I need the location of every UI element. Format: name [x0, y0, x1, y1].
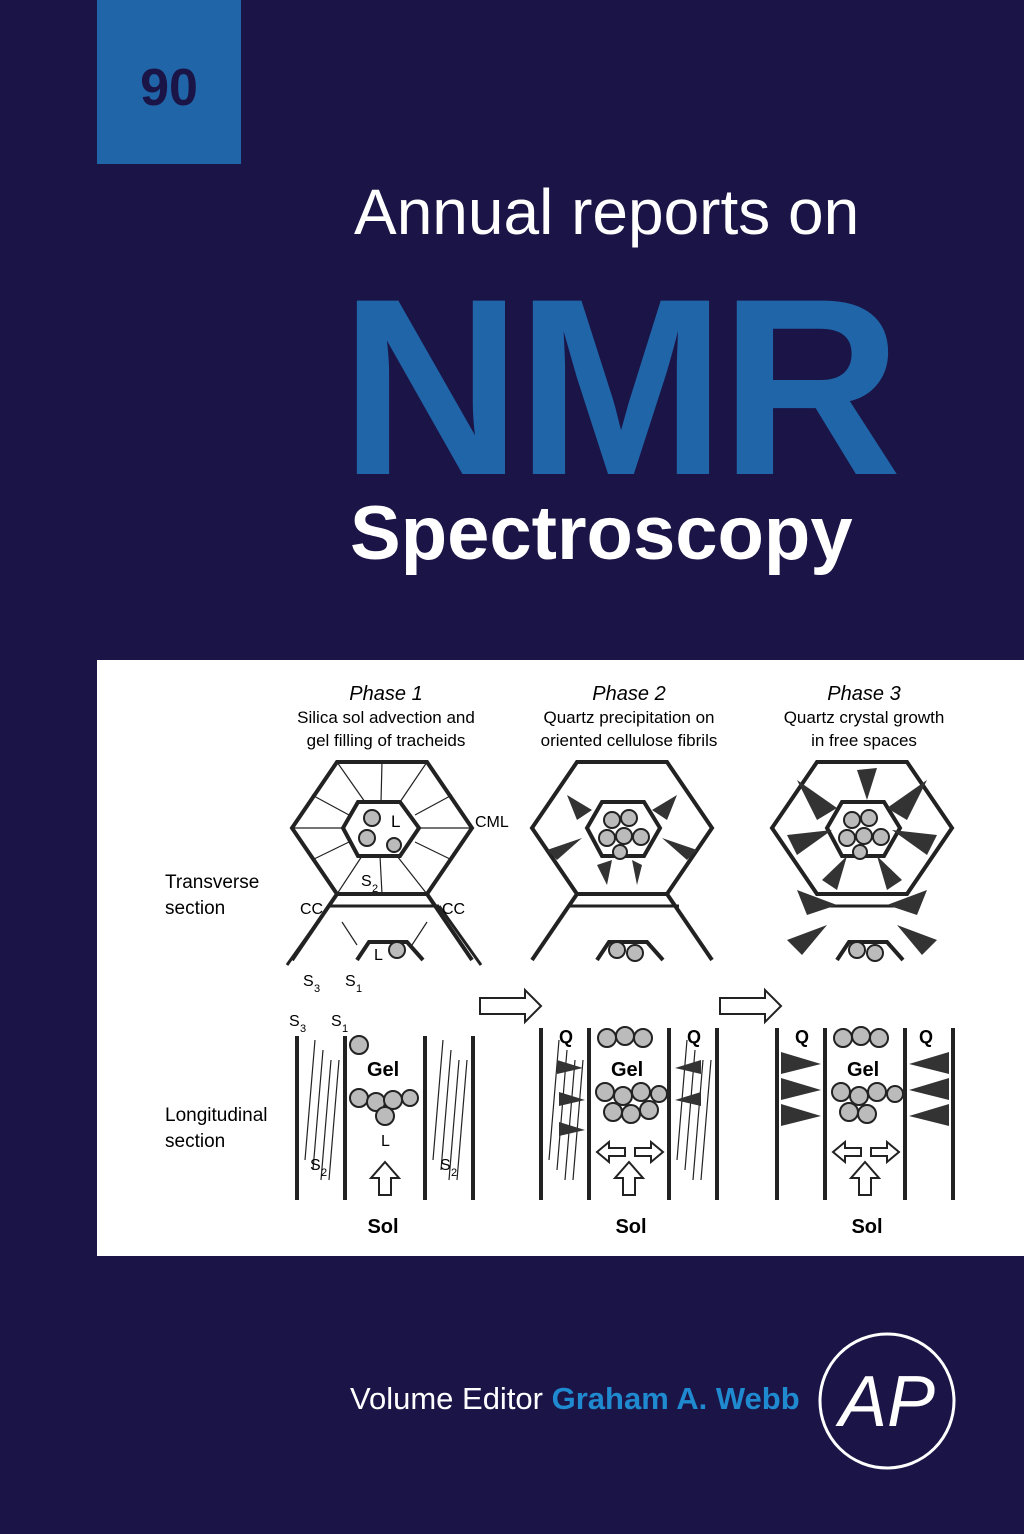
phase2-desc2: oriented cellulose fibrils: [541, 731, 718, 750]
volume-number: 90: [140, 59, 198, 117]
phase3-longitudinal: [775, 1026, 955, 1200]
phase2-title: Phase 2: [592, 683, 665, 705]
label-cc-left: CC: [300, 901, 323, 918]
label-s3-longitudinal-sub: 3: [300, 1023, 306, 1035]
label-s3-transverse-sub: 3: [314, 983, 320, 995]
volume-number-box: 90: [97, 0, 241, 164]
label-cc-right: CC: [442, 901, 465, 918]
q-label-3-left: Q: [795, 1027, 809, 1047]
label-s2-transverse-sub: 2: [372, 883, 378, 895]
label-l-upper: L: [391, 812, 400, 831]
gel-label-3: Gel: [847, 1059, 879, 1081]
phase1-transverse: [285, 760, 483, 966]
label-s2-longitudinal-left: S: [310, 1157, 321, 1174]
label-s1-longitudinal-sub: 1: [342, 1023, 348, 1035]
label-s2-transverse: S: [361, 873, 372, 890]
row-label-longitudinal-2: section: [165, 1131, 225, 1152]
label-s2-longitudinal-right: S: [440, 1157, 451, 1174]
phase3-title: Phase 3: [827, 683, 900, 705]
label-s1-transverse-sub: 1: [356, 983, 362, 995]
phase3-desc1: Quartz crystal growth: [784, 708, 945, 727]
volume-editor-name: Graham A. Webb: [551, 1381, 800, 1416]
academic-press-logo: AP: [818, 1332, 956, 1470]
label-s2-longitudinal-left-sub: 2: [321, 1167, 327, 1179]
label-l-longitudinal: L: [381, 1133, 390, 1150]
phase1-desc1: Silica sol advection and: [297, 708, 475, 727]
sol-label-1: Sol: [367, 1216, 398, 1238]
phase3-transverse: [769, 760, 955, 962]
label-s2-longitudinal-right-sub: 2: [451, 1167, 457, 1179]
label-s3-transverse: S: [303, 973, 314, 990]
label-s1-transverse: S: [345, 973, 356, 990]
wood-silicification-diagram: Phase 1 Silica sol advection and gel fil…: [165, 683, 955, 1238]
phase1-title: Phase 1: [349, 683, 422, 705]
gel-label-1: Gel: [367, 1059, 399, 1081]
phase2-transverse: [529, 760, 715, 962]
series-title-line: Annual reports on: [354, 176, 860, 248]
label-s3-longitudinal: S: [289, 1013, 300, 1030]
title-nmr: NMR: [340, 247, 902, 528]
q-label-2-left: Q: [559, 1027, 573, 1047]
gel-label-2: Gel: [611, 1059, 643, 1081]
volume-editor-prefix: Volume Editor: [350, 1381, 543, 1416]
row-label-longitudinal-1: Longitudinal: [165, 1105, 267, 1126]
row-label-transverse-2: section: [165, 898, 225, 919]
phase2-desc1: Quartz precipitation on: [543, 708, 714, 727]
label-s1-longitudinal: S: [331, 1013, 342, 1030]
sol-label-2: Sol: [615, 1216, 646, 1238]
transition-arrows: [479, 987, 783, 1025]
volume-editor-line: Volume Editor Graham A. Webb: [350, 1383, 800, 1414]
title-spectroscopy: Spectroscopy: [350, 491, 853, 576]
phase3-desc2: in free spaces: [811, 731, 917, 750]
publisher-logo-text: AP: [835, 1362, 935, 1442]
label-l-lower: L: [374, 947, 383, 964]
q-label-3-right: Q: [919, 1027, 933, 1047]
phase2-longitudinal: [539, 1026, 719, 1200]
sol-label-3: Sol: [851, 1216, 882, 1238]
phase1-longitudinal: [295, 1035, 475, 1200]
q-label-2-right: Q: [687, 1027, 701, 1047]
label-cml: CML: [475, 814, 509, 831]
cover-figure: Phase 1 Silica sol advection and gel fil…: [97, 660, 1024, 1256]
phase1-desc2: gel filling of tracheids: [307, 731, 466, 750]
row-label-transverse-1: Transverse: [165, 872, 259, 893]
